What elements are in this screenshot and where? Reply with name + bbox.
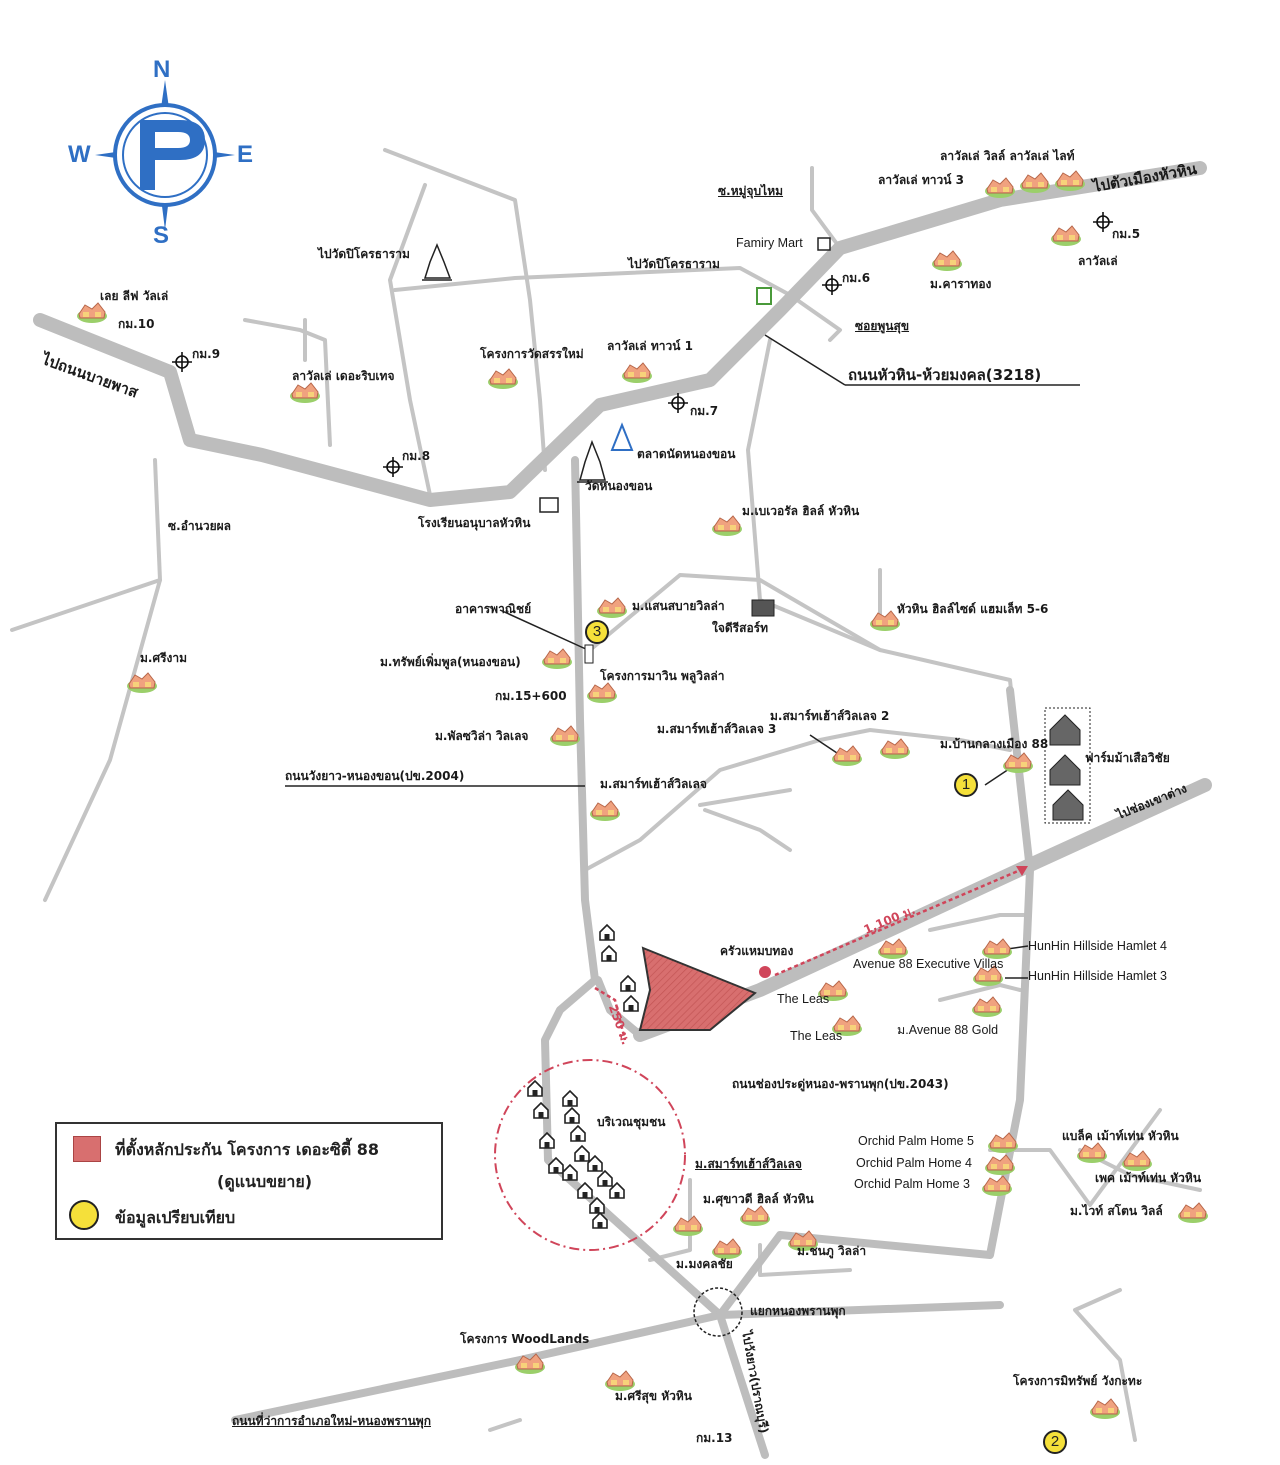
label: ถนนวังยาว-หนองขอน(ปข.2004) [285, 769, 465, 783]
label: ม.พัลซวิล่า วิลเลจ [435, 729, 529, 743]
label: กม.10 [118, 317, 155, 331]
market-icon [610, 422, 634, 451]
label: ม.ทรัพย์เพิ่มพูล(หนองขอน) [380, 655, 521, 669]
comparison-marker-3[interactable]: 3 [585, 620, 609, 644]
label: ม.บ้านกลางเมือง 88 [940, 737, 1049, 751]
junction-circle [693, 1287, 743, 1337]
label: ลาวัลเล่ [1078, 254, 1118, 268]
label: โรงเรียนอนุบาลหัวหิน [418, 516, 531, 530]
label: Famiry Mart [736, 236, 803, 250]
legend-compare-label: ข้อมูลเปรียบเทียบ [115, 1208, 236, 1227]
label: โครงการมิทรัพย์ วังกะทะ [1013, 1374, 1143, 1388]
label: แยกหนองพรานพุก [750, 1304, 846, 1318]
label: ม.สมาร์ทเฮ้าส์วิลเลจ 3 [657, 722, 777, 736]
label: กม.7 [690, 404, 719, 418]
label: ถนนช่องประดู่หนอง-พรานพุก(ปข.2043) [732, 1077, 949, 1091]
label: เพค เม้าท์เท่น หัวหิน [1095, 1171, 1202, 1185]
label: Avenue 88 Executive Villas [853, 957, 1004, 971]
label: HunHin Hillside Hamlet 3 [1028, 969, 1167, 983]
shop-icon [817, 237, 831, 251]
compare-swatch [69, 1200, 99, 1230]
label: ซ.อำนวยผล [168, 519, 232, 533]
label: วัดหนองขอน [585, 479, 653, 493]
leader-lines [285, 334, 1080, 979]
commercial-building-icon [584, 644, 594, 664]
label: ม.สมาร์ทเฮ้าส์วิลเลจ 2 [770, 709, 890, 723]
label: ม.ศรีสุข หัวหิน [615, 1389, 692, 1403]
label: ลาวัลเล่ เดอะริบเทจ [292, 369, 395, 383]
label: ม.สมาร์ทเฮ้าส์วิลเลจ [600, 777, 707, 791]
label: ม.Avenue 88 Gold [897, 1023, 999, 1037]
temple-icon [422, 243, 608, 483]
label: ซ.หมู่จุบไหม [718, 184, 784, 198]
label: ม.มงคลชัย [676, 1257, 733, 1271]
legend-site-label: ที่ตั้งหลักประกัน โครงการ เดอะซิตี้ 88 [115, 1140, 380, 1159]
compass-north: N [153, 56, 171, 83]
resort-icon [751, 599, 775, 617]
label: โครงการ WoodLands [460, 1332, 590, 1346]
label: แบล็ค เม้าท์เท่น หัวหิน [1062, 1129, 1179, 1143]
map-legend: ที่ตั้งหลักประกัน โครงการ เดอะซิตี้ 88 (… [55, 1122, 443, 1240]
label: ม.สมาร์ทเฮ้าส์วิลเลจ [695, 1157, 802, 1171]
compass-south: S [153, 222, 170, 249]
label: ม.ไวท์ สโตน วิลล์ [1070, 1204, 1163, 1218]
seven-eleven-icon [756, 287, 772, 305]
community-area-circle [494, 1059, 686, 1251]
label: โครงการวัดสรรใหม่ [480, 347, 584, 361]
compass-east: E [237, 141, 254, 168]
label: ใจดีรีสอร์ท [712, 621, 769, 635]
label: ซอยพูนสุข [855, 319, 910, 333]
label: อาคารพาณิชย์ [455, 602, 532, 616]
label: กม.9 [192, 347, 221, 361]
legend-site-sub: (ดูแนบขยาย) [217, 1172, 313, 1191]
label: ไปวัดปิโครธาราม [318, 247, 410, 261]
site-swatch [73, 1136, 101, 1162]
label: The Leas [790, 1029, 843, 1043]
label: ม.ศรีงาม [140, 651, 188, 665]
restaurant-icon [759, 966, 771, 978]
label: กม.6 [842, 271, 871, 285]
label: กม.13 [696, 1431, 733, 1445]
label: ตลาดนัดหนองขอน [637, 447, 736, 461]
label: กม.5 [1112, 227, 1141, 241]
label: กม.8 [402, 449, 431, 463]
label: ลาวัลเล่ ทาวน์ 1 [607, 339, 693, 353]
label: ไปวัดปิโครธาราม [628, 257, 720, 271]
label: ม.แสนสบายวิลล่า [632, 599, 725, 613]
label: Orchid Palm Home 3 [854, 1177, 971, 1191]
distance-arrowhead [1016, 866, 1028, 876]
label: ลาวัลเล่ วิลล์ ลาวัลเล่ ไลท์ [940, 149, 1075, 163]
label: HunHin Hillside Hamlet 4 [1028, 939, 1167, 953]
label: ม.คาราทอง [930, 277, 992, 291]
label: ถนนที่ว่าการอำเภอใหม่-หนองพรานพุก [232, 1414, 431, 1428]
school-icon [539, 497, 559, 513]
label: บริเวณชุมชน [597, 1115, 666, 1129]
secondary-roads [231, 456, 1034, 1459]
label: The Leas [777, 992, 830, 1006]
label: เลย ลีฟ วัลเล่ [100, 289, 169, 303]
label: ฟาร์มม้าเสือวิชัย [1085, 751, 1170, 765]
road-3218 [33, 161, 1207, 507]
prospec-logo [140, 120, 205, 190]
label: ม.เบเวอรัล ฮิลล์ หัวหิน [742, 504, 860, 518]
compass-west: W [68, 141, 91, 168]
comparison-marker-2[interactable]: 2 [1043, 1430, 1067, 1454]
label: ครัวแหมบทอง [720, 944, 794, 958]
collateral-site[interactable] [638, 946, 757, 1031]
comparison-marker-1[interactable]: 1 [954, 773, 978, 797]
label: หัวหิน ฮิลล์ไซด์ แฮมเล็ท 5-6 [897, 602, 1049, 616]
label: ถนนหัวหิน-ห้วยมงคล(3218) [848, 366, 1042, 384]
label: ม.ศุขาวดี ฮิลล์ หัวหิน [703, 1192, 814, 1206]
label: ลาวัลเล่ ทาวน์ 3 [878, 173, 964, 187]
label: โครงการมาวิน พลูวิลล่า [600, 669, 725, 683]
farm-barn-icons [1049, 714, 1084, 821]
label: กม.15+600 [495, 689, 567, 703]
label: ม.ชนภู วิลล่า [797, 1244, 867, 1258]
label: Orchid Palm Home 4 [856, 1156, 973, 1170]
distance-lines [594, 866, 1026, 1041]
compass-rose [95, 80, 235, 230]
label: Orchid Palm Home 5 [858, 1134, 975, 1148]
